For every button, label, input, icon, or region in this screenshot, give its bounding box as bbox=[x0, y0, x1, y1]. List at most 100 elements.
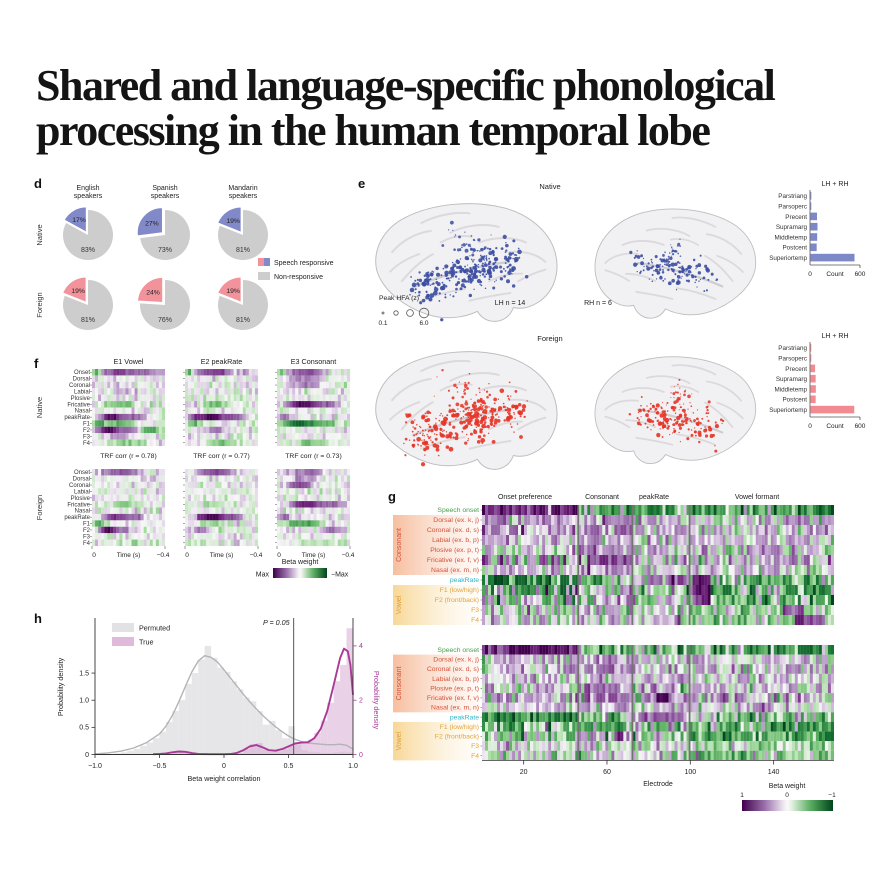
trf-row-label: Onset bbox=[74, 470, 90, 476]
heatmap-row-label: F3 bbox=[471, 743, 479, 750]
electrode-tick-label: 20 bbox=[520, 769, 528, 776]
pie-pct-label: 24% bbox=[146, 290, 160, 297]
trf-corr-label: TRF corr (r = 0.78) bbox=[100, 453, 156, 460]
title-line-2: processing in the human temporal lobe bbox=[36, 105, 711, 155]
row-group-background bbox=[393, 654, 479, 713]
heatmap-row-label: Fricative (ex. f, v) bbox=[427, 695, 479, 702]
brain-illustration bbox=[375, 203, 558, 322]
x-tick-label: −0.5 bbox=[153, 763, 167, 770]
trf-row-label: peakRate bbox=[64, 515, 90, 521]
bar bbox=[810, 222, 818, 231]
pie-gray-slice bbox=[140, 210, 191, 260]
colorbar-max-label: Max bbox=[256, 572, 270, 579]
trf-row-label: Labial bbox=[74, 489, 90, 495]
bar-category-label: Parsoperc bbox=[778, 204, 807, 211]
heatmap-row-label: Speech onset bbox=[437, 507, 479, 514]
legend-swatch bbox=[112, 637, 134, 646]
electrode-tick-label: 60 bbox=[603, 769, 611, 776]
row-group-label: Vowel bbox=[396, 731, 403, 750]
bar bbox=[810, 253, 855, 262]
colorbar-title: Beta weight bbox=[282, 559, 319, 566]
row-group-label: Vowel bbox=[396, 595, 403, 614]
bar-category-label: Superiortemp bbox=[769, 255, 807, 262]
x-axis-label: Beta weight correlation bbox=[187, 774, 260, 783]
time-axis-label: Time (s) bbox=[210, 552, 234, 559]
bar-axis-tick-label: 0 bbox=[808, 271, 812, 278]
trf-column-title: E3 Consonant bbox=[291, 357, 337, 366]
pie-pct-label: 27% bbox=[145, 221, 159, 228]
section-header: Consonant bbox=[585, 494, 619, 501]
trf-column-title: E2 peakRate bbox=[201, 357, 243, 366]
trf-column-title: E1 Vowel bbox=[114, 357, 144, 366]
bar-axis-tick-label: 0 bbox=[808, 423, 812, 430]
trf-row-label: Dorsal bbox=[73, 477, 90, 483]
electrode-axis-label: Electrode bbox=[643, 781, 673, 788]
trf-row-label: F1 bbox=[83, 522, 91, 528]
y-tick-right-label: 4 bbox=[359, 643, 363, 650]
bar bbox=[810, 395, 816, 404]
pie-pct-label: 19% bbox=[71, 288, 85, 295]
bar-axis-tick-label: 600 bbox=[855, 271, 866, 278]
trf-row-label: Plosive bbox=[71, 496, 91, 502]
hemisphere-group-title: Native bbox=[539, 182, 560, 191]
y-axis-right-label: Probability density bbox=[372, 671, 381, 730]
section-separator bbox=[631, 645, 634, 761]
x-tick-label: −1.0 bbox=[88, 763, 102, 770]
pie-col-header: speakers bbox=[229, 193, 258, 200]
heatmap-row-label: F4 bbox=[471, 617, 479, 624]
pvalue-label: P = 0.05 bbox=[263, 618, 291, 627]
legend-swatch bbox=[264, 258, 270, 266]
pie-pct-label: 19% bbox=[226, 218, 240, 225]
hemisphere-group-title: Foreign bbox=[537, 334, 562, 343]
pie-responsive-slice bbox=[62, 276, 87, 303]
size-legend-circle bbox=[393, 310, 399, 316]
panel-e-label: e bbox=[358, 176, 366, 191]
section-header: Onset preference bbox=[498, 494, 552, 501]
row-group-background bbox=[393, 515, 479, 575]
size-legend-min: 0.1 bbox=[378, 320, 387, 327]
heatmap-row-label: Labial (ex. b, p) bbox=[432, 676, 479, 683]
legend-swatch bbox=[258, 258, 264, 266]
time-axis-tick-label: 0 bbox=[185, 552, 189, 559]
bar bbox=[810, 374, 816, 383]
pie-gray-slice bbox=[140, 280, 190, 330]
heatmap-row-label: F4 bbox=[471, 753, 479, 760]
size-legend-max: 6.0 bbox=[419, 320, 428, 327]
bar-category-label: Parstriang bbox=[778, 193, 807, 200]
section-header: peakRate bbox=[639, 494, 669, 501]
time-axis-label: Time (s) bbox=[117, 552, 141, 559]
trf-row-label: F1 bbox=[83, 422, 91, 428]
legend-label: Permuted bbox=[139, 624, 170, 633]
y-tick-left-label: 0.5 bbox=[79, 725, 89, 732]
time-axis-tick-label: 0 bbox=[277, 552, 281, 559]
bar-axis-label: Count bbox=[826, 423, 844, 430]
electrode-tick-label: 140 bbox=[768, 769, 780, 776]
trf-row-label: F3 bbox=[83, 534, 91, 540]
bar-category-label: Superiortemp bbox=[769, 407, 807, 414]
heatmap-row-label: F1 (low/high) bbox=[440, 587, 479, 594]
permuted-density-curve bbox=[94, 655, 354, 755]
pie-col-header: Spanish bbox=[152, 185, 177, 192]
colorbar bbox=[742, 800, 833, 811]
pie-rest-label: 81% bbox=[236, 317, 250, 324]
time-axis-label: Time (s) bbox=[302, 552, 326, 559]
y-tick-right-label: 0 bbox=[359, 752, 363, 759]
heatmap-row-label: Coronal (ex. d, s) bbox=[427, 527, 479, 534]
x-tick-label: 0.5 bbox=[284, 763, 294, 770]
time-axis-tick-label: −0.4 bbox=[250, 552, 263, 559]
bar bbox=[810, 385, 816, 393]
time-axis-tick-label: 0 bbox=[92, 552, 96, 559]
trf-row-label: Fricative bbox=[67, 402, 90, 408]
pie-col-header: English bbox=[77, 185, 100, 192]
size-legend-circle bbox=[418, 307, 430, 319]
section-separator bbox=[688, 505, 691, 625]
heatmap-row-label: Nasal (ex. m, n) bbox=[431, 567, 479, 574]
panel-g-label: g bbox=[388, 489, 396, 504]
pie-rest-label: 76% bbox=[158, 317, 172, 324]
legend-label: Speech responsive bbox=[274, 260, 334, 267]
colorbar-min-label: −Max bbox=[331, 572, 349, 579]
pie-gray-slice bbox=[217, 210, 268, 260]
trf-row-label: Onset bbox=[74, 370, 90, 376]
pie-pct-label: 17% bbox=[72, 217, 86, 224]
